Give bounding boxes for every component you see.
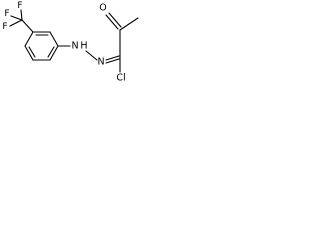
trifluoromethyl-group: F F F — [2, 1, 34, 33]
benzene-ring — [24, 31, 59, 61]
hydrogen-atom-nh: H — [80, 41, 87, 52]
ring-bond-2 — [49, 31, 59, 47]
bond-c-f-upper-left — [10, 15, 23, 21]
bond-c-methyl — [119, 17, 139, 31]
ring-bond-6 — [24, 31, 34, 47]
ring-double-bond-inner-2 — [47, 46, 55, 58]
nitrogen-atom-imine: N — [97, 57, 104, 68]
hydrazone-chain: N H N — [57, 41, 120, 68]
ring-bond-5 — [24, 45, 34, 61]
acetyl-group: O — [99, 3, 139, 58]
ring-bond-3 — [49, 45, 59, 61]
ring-double-bond-inner-3 — [28, 46, 36, 58]
nitrogen-atom-nh: N — [71, 41, 78, 52]
bond-c-o-double-a — [105, 14, 119, 30]
chloro-carbon: Cl — [116, 56, 126, 84]
bond-n-c-double-b — [105, 58, 120, 64]
bond-c-o-double-b — [108, 12, 122, 28]
bond-n-n — [85, 50, 98, 61]
fluorine-atom-upper-left: F — [4, 9, 9, 19]
bond-n-c-double-a — [105, 55, 120, 61]
bond-c-f-left — [9, 19, 23, 27]
bond-cf3-ring — [21, 19, 34, 33]
fluorine-atom-top: F — [17, 1, 22, 11]
fluorine-atom-left: F — [2, 22, 7, 32]
oxygen-atom: O — [99, 3, 106, 14]
chlorine-atom: Cl — [116, 73, 125, 84]
chemical-structure: F F F N H N Cl O — [2, 1, 139, 84]
bond-c-f-top — [20, 9, 23, 21]
